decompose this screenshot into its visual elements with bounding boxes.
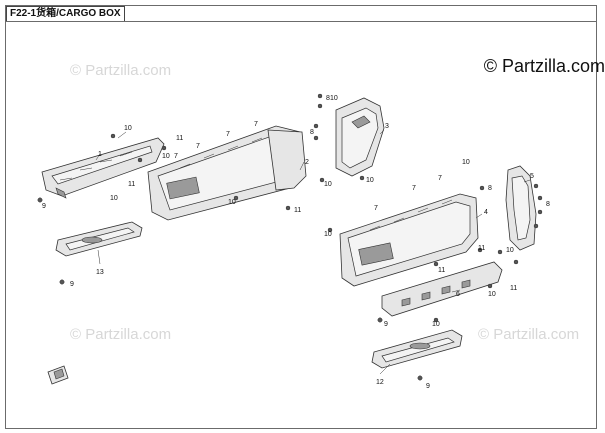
part-6-step-board	[381, 261, 503, 317]
callout-2: 2	[305, 159, 309, 166]
callout-10l: 10	[432, 321, 440, 328]
callout-7a: 7	[174, 153, 178, 160]
callout-10k: 10	[488, 291, 496, 298]
part-4-right-side-panel	[339, 193, 479, 287]
part-clip-small	[47, 365, 69, 385]
callout-10a: 10	[124, 125, 132, 132]
callout-12: 12	[376, 379, 384, 386]
part-12-footrest-bracket	[371, 329, 463, 369]
callout-1: 1	[98, 151, 102, 158]
header-divider	[5, 21, 597, 22]
part-5-right-corner-cap	[505, 165, 537, 251]
callout-13: 13	[96, 269, 104, 276]
callout-7g: 7	[438, 175, 442, 182]
callout-10d: 10	[228, 199, 236, 206]
callout-10c: 10	[162, 153, 170, 160]
callout-8c: 8	[488, 185, 492, 192]
copyright-notice: © Partzilla.com	[483, 56, 605, 76]
callout-4: 4	[484, 209, 488, 216]
callout-10h: 10	[462, 159, 470, 166]
callout-3: 3	[385, 123, 389, 130]
callout-7d: 7	[254, 121, 258, 128]
callout-10g: 10	[366, 177, 374, 184]
callout-10i: 10	[324, 231, 332, 238]
callout-11d: 11	[438, 267, 445, 274]
part-13-footrest-bracket	[55, 221, 143, 257]
callout-11a: 11	[128, 181, 135, 188]
callout-10e: 10	[330, 95, 338, 102]
callout-8b: 8	[310, 129, 314, 136]
callout-9a: 9	[42, 203, 46, 210]
callout-11e: 11	[478, 245, 485, 252]
callout-10b: 10	[110, 195, 118, 202]
callout-9b: 9	[70, 281, 74, 288]
callout-5: 5	[530, 173, 534, 180]
callout-11b: 11	[176, 135, 183, 142]
watermark-bottom-right: © Partzilla.com	[478, 326, 580, 343]
part-2-left-side-panel	[147, 125, 307, 221]
callout-11f: 11	[510, 285, 517, 292]
callout-11c: 11	[294, 207, 301, 214]
watermark-top-left: © Partzilla.com	[70, 62, 172, 79]
fasteners	[37, 93, 543, 381]
diagram-frame	[5, 5, 597, 429]
callout-7f: 7	[412, 185, 416, 192]
callout-7b: 7	[196, 143, 200, 150]
callout-10j: 10	[506, 247, 514, 254]
part-1-rear-tray	[41, 137, 165, 199]
callout-9d: 9	[426, 383, 430, 390]
leader-lines	[95, 129, 531, 375]
callout-7c: 7	[226, 131, 230, 138]
callout-10f: 10	[324, 181, 332, 188]
callout-9c: 9	[384, 321, 388, 328]
watermark-bottom-left: © Partzilla.com	[70, 326, 172, 343]
callout-6: 6	[456, 291, 460, 298]
callout-7e: 7	[374, 205, 378, 212]
callout-labels: 1 2 3 4 5 6 7 7 7 7 7 7 7 8 8 8 8 9 9 9 …	[42, 95, 550, 390]
callout-8d: 8	[546, 201, 550, 208]
part-3-left-corner-cap	[335, 97, 385, 177]
callout-8a: 8	[326, 95, 330, 102]
